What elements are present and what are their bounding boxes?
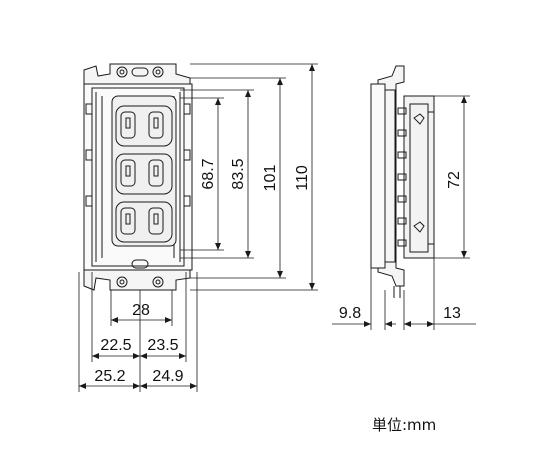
side-front-plate	[370, 83, 386, 269]
front-vertical-dimensions	[180, 63, 318, 291]
dim-label-83-5: 83.5	[230, 158, 247, 189]
strap-screw-bottom-left	[116, 276, 128, 288]
strap-screw-right	[152, 66, 164, 78]
dim-label-13: 13	[443, 305, 461, 322]
bottom-strap	[83, 269, 191, 291]
outlet-face	[111, 95, 177, 247]
dim-label-72: 72	[446, 171, 463, 189]
outlet-top	[115, 105, 173, 147]
strap-screw-left	[116, 66, 128, 78]
dim-label-23-5: 23.5	[147, 337, 178, 354]
inner-frame	[91, 87, 185, 267]
slot-left	[120, 159, 136, 187]
dim-label-22-5: 22.5	[100, 337, 131, 354]
front-view	[83, 63, 193, 291]
dim-label-24-9: 24.9	[152, 368, 183, 385]
front-horizontal-arrows	[79, 317, 197, 389]
side-body	[403, 95, 435, 259]
outlet-middle	[115, 153, 173, 195]
unit-label: 単位:mm	[372, 416, 437, 434]
dim-label-68-7: 68.7	[200, 158, 217, 189]
top-strap	[83, 63, 191, 85]
strap-slot-top	[131, 67, 149, 77]
dim-label-101: 101	[262, 165, 279, 192]
strap-slot-bottom	[131, 259, 149, 269]
dim-label-25-2: 25.2	[94, 368, 125, 385]
side-view	[370, 65, 435, 298]
slot-right	[148, 159, 164, 187]
slot-left	[120, 111, 136, 139]
slot-left	[120, 207, 136, 235]
side-terminals	[397, 107, 434, 247]
strap-screw-bottom-right	[152, 276, 164, 288]
front-horizontal-dimensions	[78, 272, 198, 392]
side-arrows	[364, 96, 467, 327]
slot-right	[148, 111, 164, 139]
dim-label-9-8: 9.8	[339, 305, 361, 322]
dim-label-110: 110	[294, 165, 311, 191]
front-vertical-arrows	[215, 64, 315, 290]
slot-right	[148, 207, 164, 235]
dim-label-28: 28	[132, 302, 150, 319]
outlet-bottom	[115, 201, 173, 243]
